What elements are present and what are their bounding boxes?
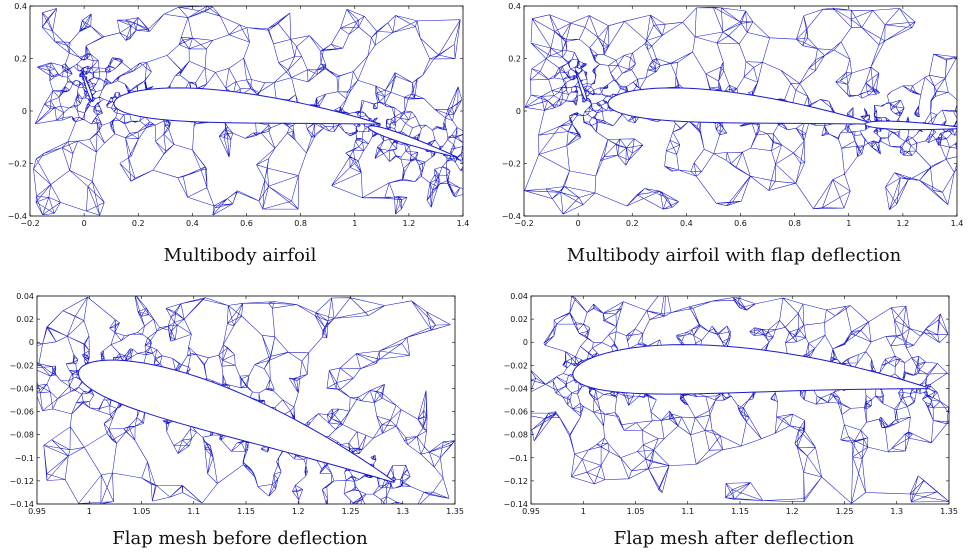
x-tick-label: 0.2 xyxy=(626,219,639,228)
plot-frame xyxy=(530,295,950,505)
airfoil-element xyxy=(81,70,94,102)
x-tick-label: 0.4 xyxy=(186,219,199,228)
y-tick-label: −0.02 xyxy=(503,361,528,370)
x-tick-label: 0.8 xyxy=(788,219,801,228)
x-tick-label: 1.05 xyxy=(133,507,151,516)
y-tick-label: −0.06 xyxy=(503,408,528,417)
mesh-plot-flap-before: 0.95 1 1.05 1.1 1.15 1.2 1.25 1.3 1.35 0.04 0.02 0 −… xyxy=(9,292,464,516)
mesh-lines xyxy=(37,296,455,504)
x-tick-label: 1 xyxy=(87,507,92,516)
y-tick-label: −0.1 xyxy=(509,454,528,463)
y-tick-label: 0 xyxy=(523,338,528,347)
x-tick-label: 1 xyxy=(846,219,851,228)
airfoil-element xyxy=(113,87,379,125)
x-tick-label: 1.4 xyxy=(951,219,964,228)
figure-flap-mesh-after: 0.95 1 1.05 1.1 1.15 1.2 1.25 1.3 1.35 0.04 0.02 0 −… xyxy=(494,282,974,557)
y-tick-label: −0.02 xyxy=(9,361,34,370)
y-tick-label: −0.2 xyxy=(8,160,27,169)
x-tick-label: 1.2 xyxy=(897,219,910,228)
x-tick-label: 0.8 xyxy=(294,219,307,228)
y-tick-label: 0 xyxy=(516,107,521,116)
x-tick-label: 1 xyxy=(581,507,586,516)
x-tick-label: 0.4 xyxy=(680,219,693,228)
y-tick-label: 0.4 xyxy=(14,2,27,11)
figure-flap-mesh-before: 0.95 1 1.05 1.1 1.15 1.2 1.25 1.3 1.35 0.04 0.02 0 −… xyxy=(0,282,480,557)
x-tick-label: −0.2 xyxy=(514,219,533,228)
airfoil-element xyxy=(77,359,395,483)
x-tick-label: 1.2 xyxy=(786,507,799,516)
mesh-plot-flap-after: 0.95 1 1.05 1.1 1.15 1.2 1.25 1.3 1.35 0.04 0.02 0 −… xyxy=(503,292,958,516)
y-tick-label: 0.02 xyxy=(16,315,34,324)
mesh-lines xyxy=(524,6,957,215)
x-tick-label: 1.3 xyxy=(890,507,903,516)
y-tick-label: −0.4 xyxy=(8,212,27,221)
y-tick-label: −0.08 xyxy=(9,431,34,440)
airfoil-element xyxy=(864,120,957,131)
x-tick-label: −0.2 xyxy=(20,219,39,228)
x-tick-label: 1.2 xyxy=(403,219,416,228)
y-tick-label: −0.1 xyxy=(15,454,34,463)
x-tick-label: 1 xyxy=(352,219,357,228)
airfoil-element xyxy=(367,125,459,159)
x-tick-label: 0 xyxy=(576,219,581,228)
x-tick-label: 1.3 xyxy=(396,507,409,516)
caption-flap-mesh-before: Flap mesh before deflection xyxy=(112,528,368,549)
x-tick-label: 0.6 xyxy=(734,219,747,228)
mesh-lines xyxy=(531,296,949,504)
x-tick-label: 1.05 xyxy=(627,507,645,516)
airfoil-element xyxy=(572,344,929,395)
y-tick-label: −0.12 xyxy=(9,477,34,486)
x-tick-label: 1.2 xyxy=(292,507,305,516)
x-tick-label: 1.4 xyxy=(457,219,470,228)
y-tick-label: −0.14 xyxy=(9,500,34,509)
x-tick-label: 1.25 xyxy=(836,507,854,516)
y-tick-label: −0.04 xyxy=(503,384,528,393)
x-tick-label: 0.6 xyxy=(240,219,253,228)
caption-flap-mesh-after: Flap mesh after deflection xyxy=(613,528,855,549)
caption-multibody-airfoil-flap-deflection: Multibody airfoil with flap deflection xyxy=(566,245,902,266)
x-tick-label: 1.1 xyxy=(187,507,200,516)
y-tick-label: 0.2 xyxy=(508,55,521,64)
caption-multibody-airfoil: Multibody airfoil xyxy=(163,245,317,266)
mesh-lines xyxy=(33,6,463,216)
y-tick-label: −0.12 xyxy=(503,477,528,486)
y-tick-label: −0.2 xyxy=(502,160,521,169)
x-tick-label: 1.35 xyxy=(940,507,958,516)
y-tick-label: 0.04 xyxy=(510,292,528,301)
x-tick-label: 0 xyxy=(82,219,87,228)
y-tick-label: 0 xyxy=(22,107,27,116)
airfoil-element xyxy=(607,87,873,125)
x-tick-label: 1.15 xyxy=(731,507,749,516)
x-tick-label: 0.95 xyxy=(522,507,540,516)
y-tick-label: −0.14 xyxy=(503,500,528,509)
y-tick-label: 0.04 xyxy=(16,292,34,301)
y-tick-label: −0.4 xyxy=(502,212,521,221)
y-tick-label: −0.08 xyxy=(503,431,528,440)
y-tick-label: 0.02 xyxy=(510,315,528,324)
x-tick-label: 1.15 xyxy=(237,507,255,516)
x-tick-label: 1.35 xyxy=(446,507,464,516)
x-tick-label: 0.95 xyxy=(28,507,46,516)
y-tick-label: 0.2 xyxy=(14,55,27,64)
x-tick-label: 1.1 xyxy=(681,507,694,516)
airfoil-element xyxy=(575,70,588,102)
x-tick-label: 0.2 xyxy=(132,219,145,228)
y-tick-label: −0.04 xyxy=(9,384,34,393)
y-tick-label: −0.06 xyxy=(9,408,34,417)
y-tick-label: 0.4 xyxy=(508,2,521,11)
y-tick-label: 0 xyxy=(29,338,34,347)
x-tick-label: 1.25 xyxy=(342,507,360,516)
